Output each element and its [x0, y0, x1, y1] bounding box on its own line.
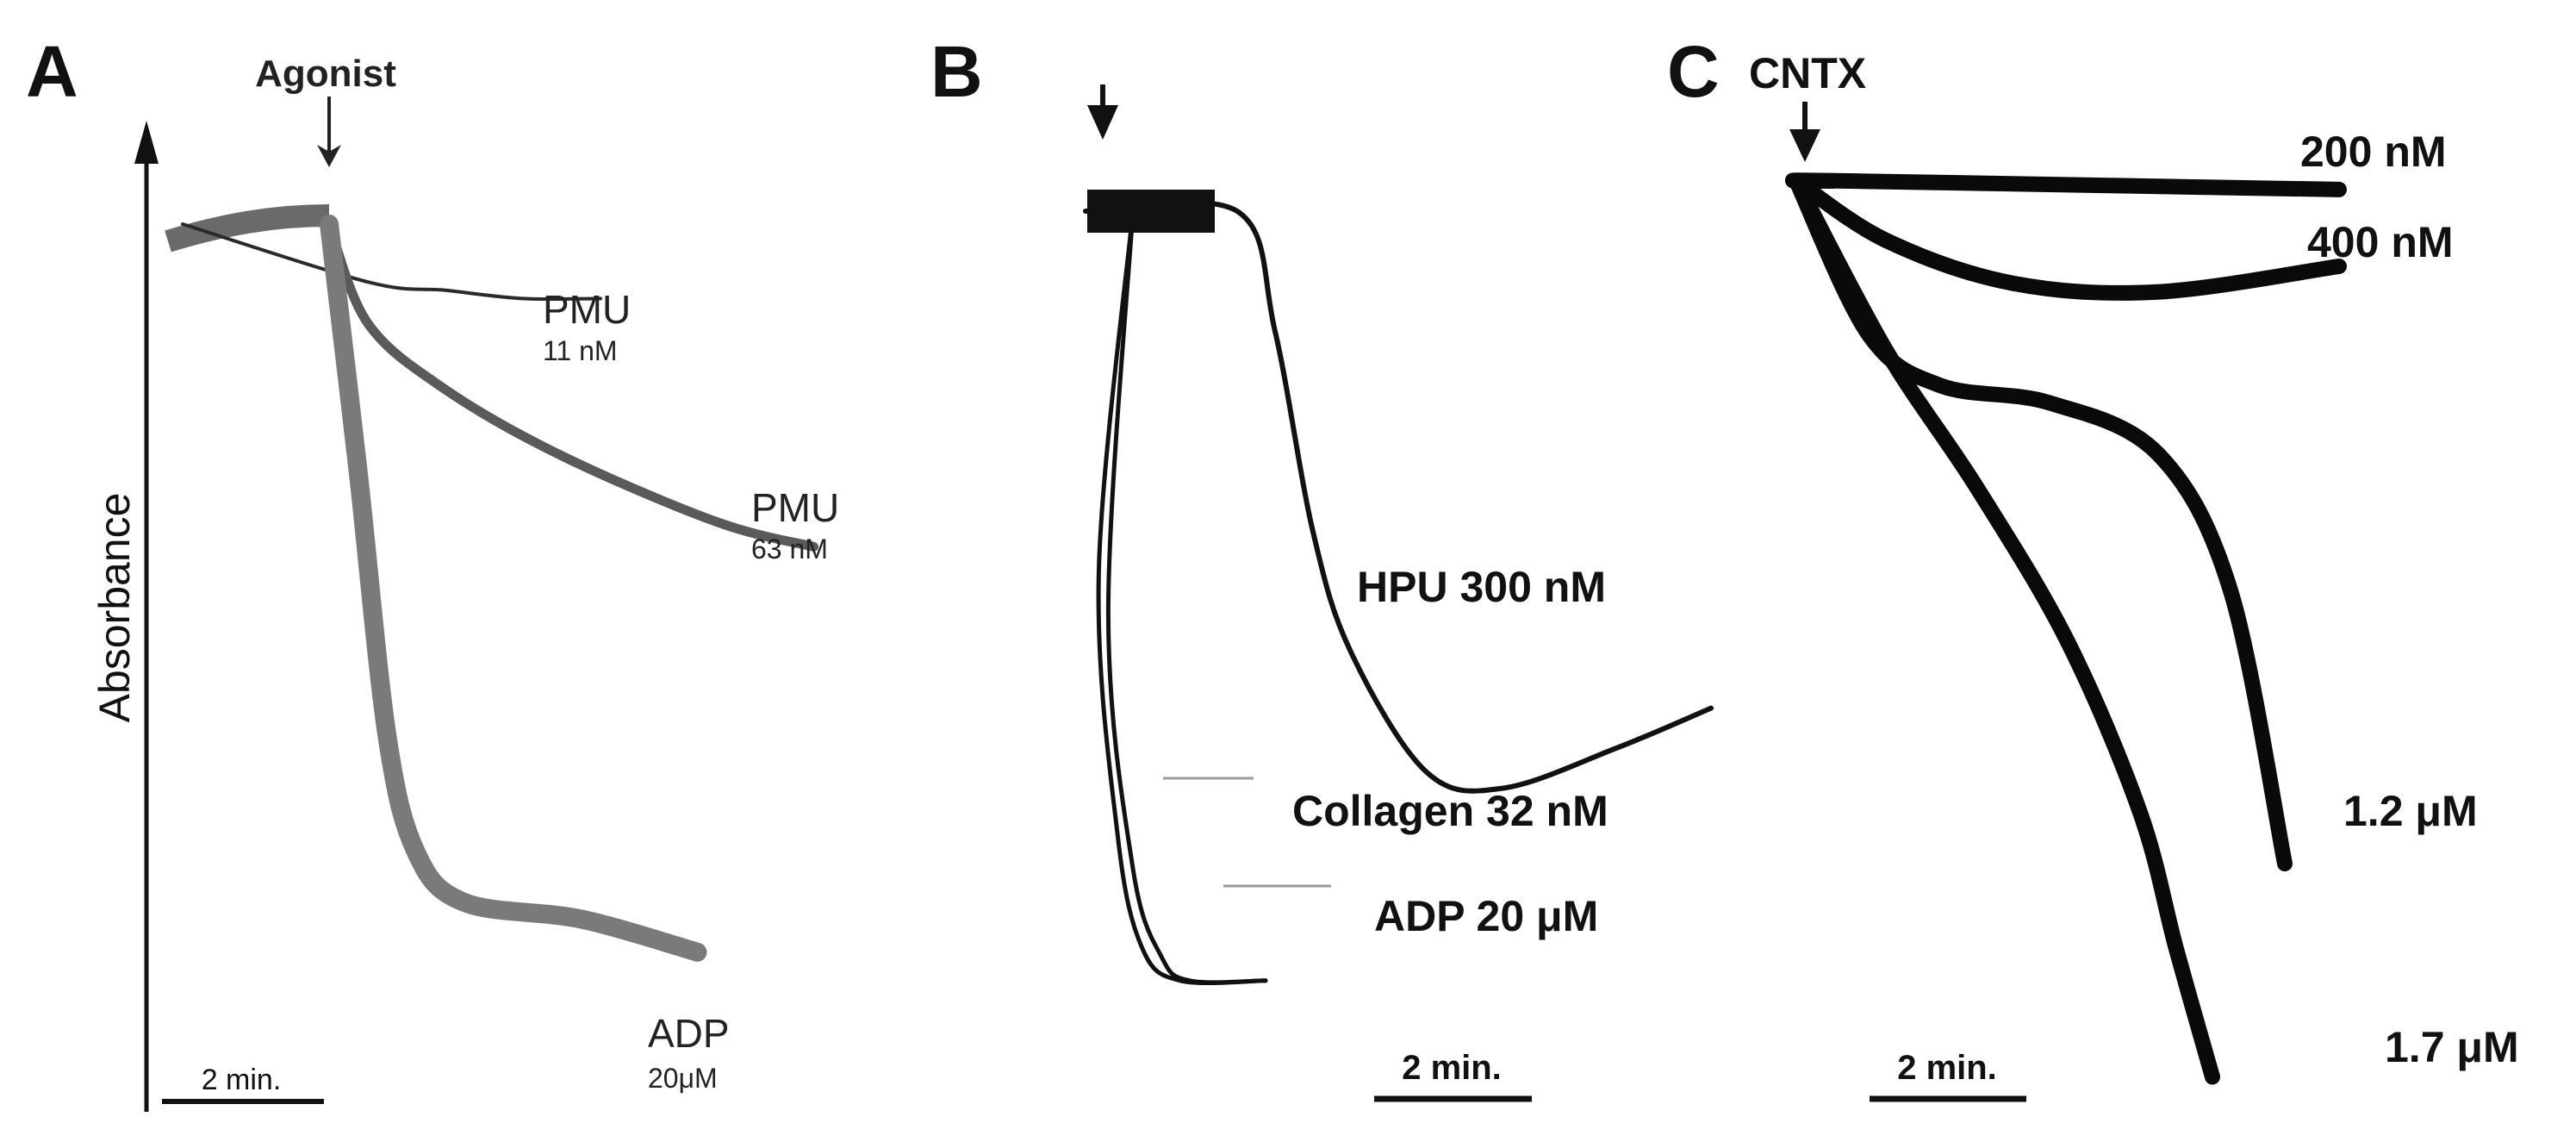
- panel-b-scale-label: 2 min.: [1402, 1049, 1502, 1087]
- panel-b-trace-adp-20-m: [1096, 209, 1268, 986]
- panel-a-y-axis-arrowhead: [134, 121, 159, 164]
- panel-a-baseline-band: [165, 204, 330, 253]
- panel-c-trace-200-nm: [1784, 172, 2347, 197]
- panel-a-y-axis-label: Absorbance: [90, 493, 139, 723]
- panel-b-series-group: [1083, 190, 1714, 986]
- panel-a-agonist-arrowhead: [317, 145, 341, 167]
- panel-a-label-pmu-63: PMU: [751, 485, 839, 530]
- panel-b-label-hpu: HPU 300 nM: [1357, 563, 1606, 611]
- panel-c-label-1-7: 1.7 μM: [2385, 1023, 2519, 1071]
- panel-a-dose-pmu-11: 11 nM: [543, 335, 618, 366]
- panel-a-trace-pmu-63-nm: [324, 219, 818, 552]
- panel-a: A Absorbance Agonist PMU 11 nM PMU 63 nM…: [26, 31, 839, 1112]
- panel-c-trace-1-7-m: [1789, 173, 2220, 1085]
- panel-a-trace-adp-20-m: [320, 215, 707, 962]
- panel-b-trace-collagen-32-nm: [1105, 209, 1268, 985]
- panel-b-label-collagen: Collagen 32 nM: [1292, 787, 1608, 835]
- panel-a-scale-label: 2 min.: [202, 1064, 282, 1096]
- panel-c-label-200: 200 nM: [2300, 128, 2447, 176]
- panel-a-label-pmu-11: PMU: [543, 287, 631, 332]
- panel-c-cntx-arrowhead: [1789, 129, 1820, 162]
- panel-b-label-adp: ADP 20 μM: [1374, 892, 1598, 940]
- panel-a-label-adp: ADP: [648, 1011, 730, 1056]
- panel-a-series-group: [165, 204, 818, 962]
- panel-a-agonist-label: Agonist: [255, 53, 396, 95]
- panel-c: C CNTX 200 nM 400 nM 1.2 μM 1.7 μM 2 min…: [1667, 31, 2519, 1102]
- panel-c-scale-label: 2 min.: [1897, 1049, 1997, 1087]
- panel-a-dose-adp: 20μM: [648, 1063, 718, 1094]
- panel-b-letter: B: [930, 31, 983, 112]
- panel-c-label-1-2: 1.2 μM: [2343, 787, 2478, 835]
- panel-c-cntx-label: CNTX: [1749, 49, 1866, 97]
- panel-b-trace-hpu-300-nm: [1083, 199, 1714, 794]
- panel-b-arrowhead: [1087, 105, 1118, 140]
- panel-c-series-group: [1784, 172, 2347, 1085]
- panel-a-letter: A: [26, 31, 78, 112]
- panel-a-dose-pmu-63: 63 nM: [751, 533, 828, 565]
- panel-c-trace-400-nm: [1789, 173, 2347, 301]
- panel-b: B HPU 300 nM Collagen 32 nM ADP 20 μM 2 …: [930, 31, 1714, 1102]
- panel-a-trace-pmu-11-nm: [181, 222, 602, 302]
- panel-c-letter: C: [1667, 31, 1720, 112]
- panel-c-label-400: 400 nM: [2307, 218, 2454, 266]
